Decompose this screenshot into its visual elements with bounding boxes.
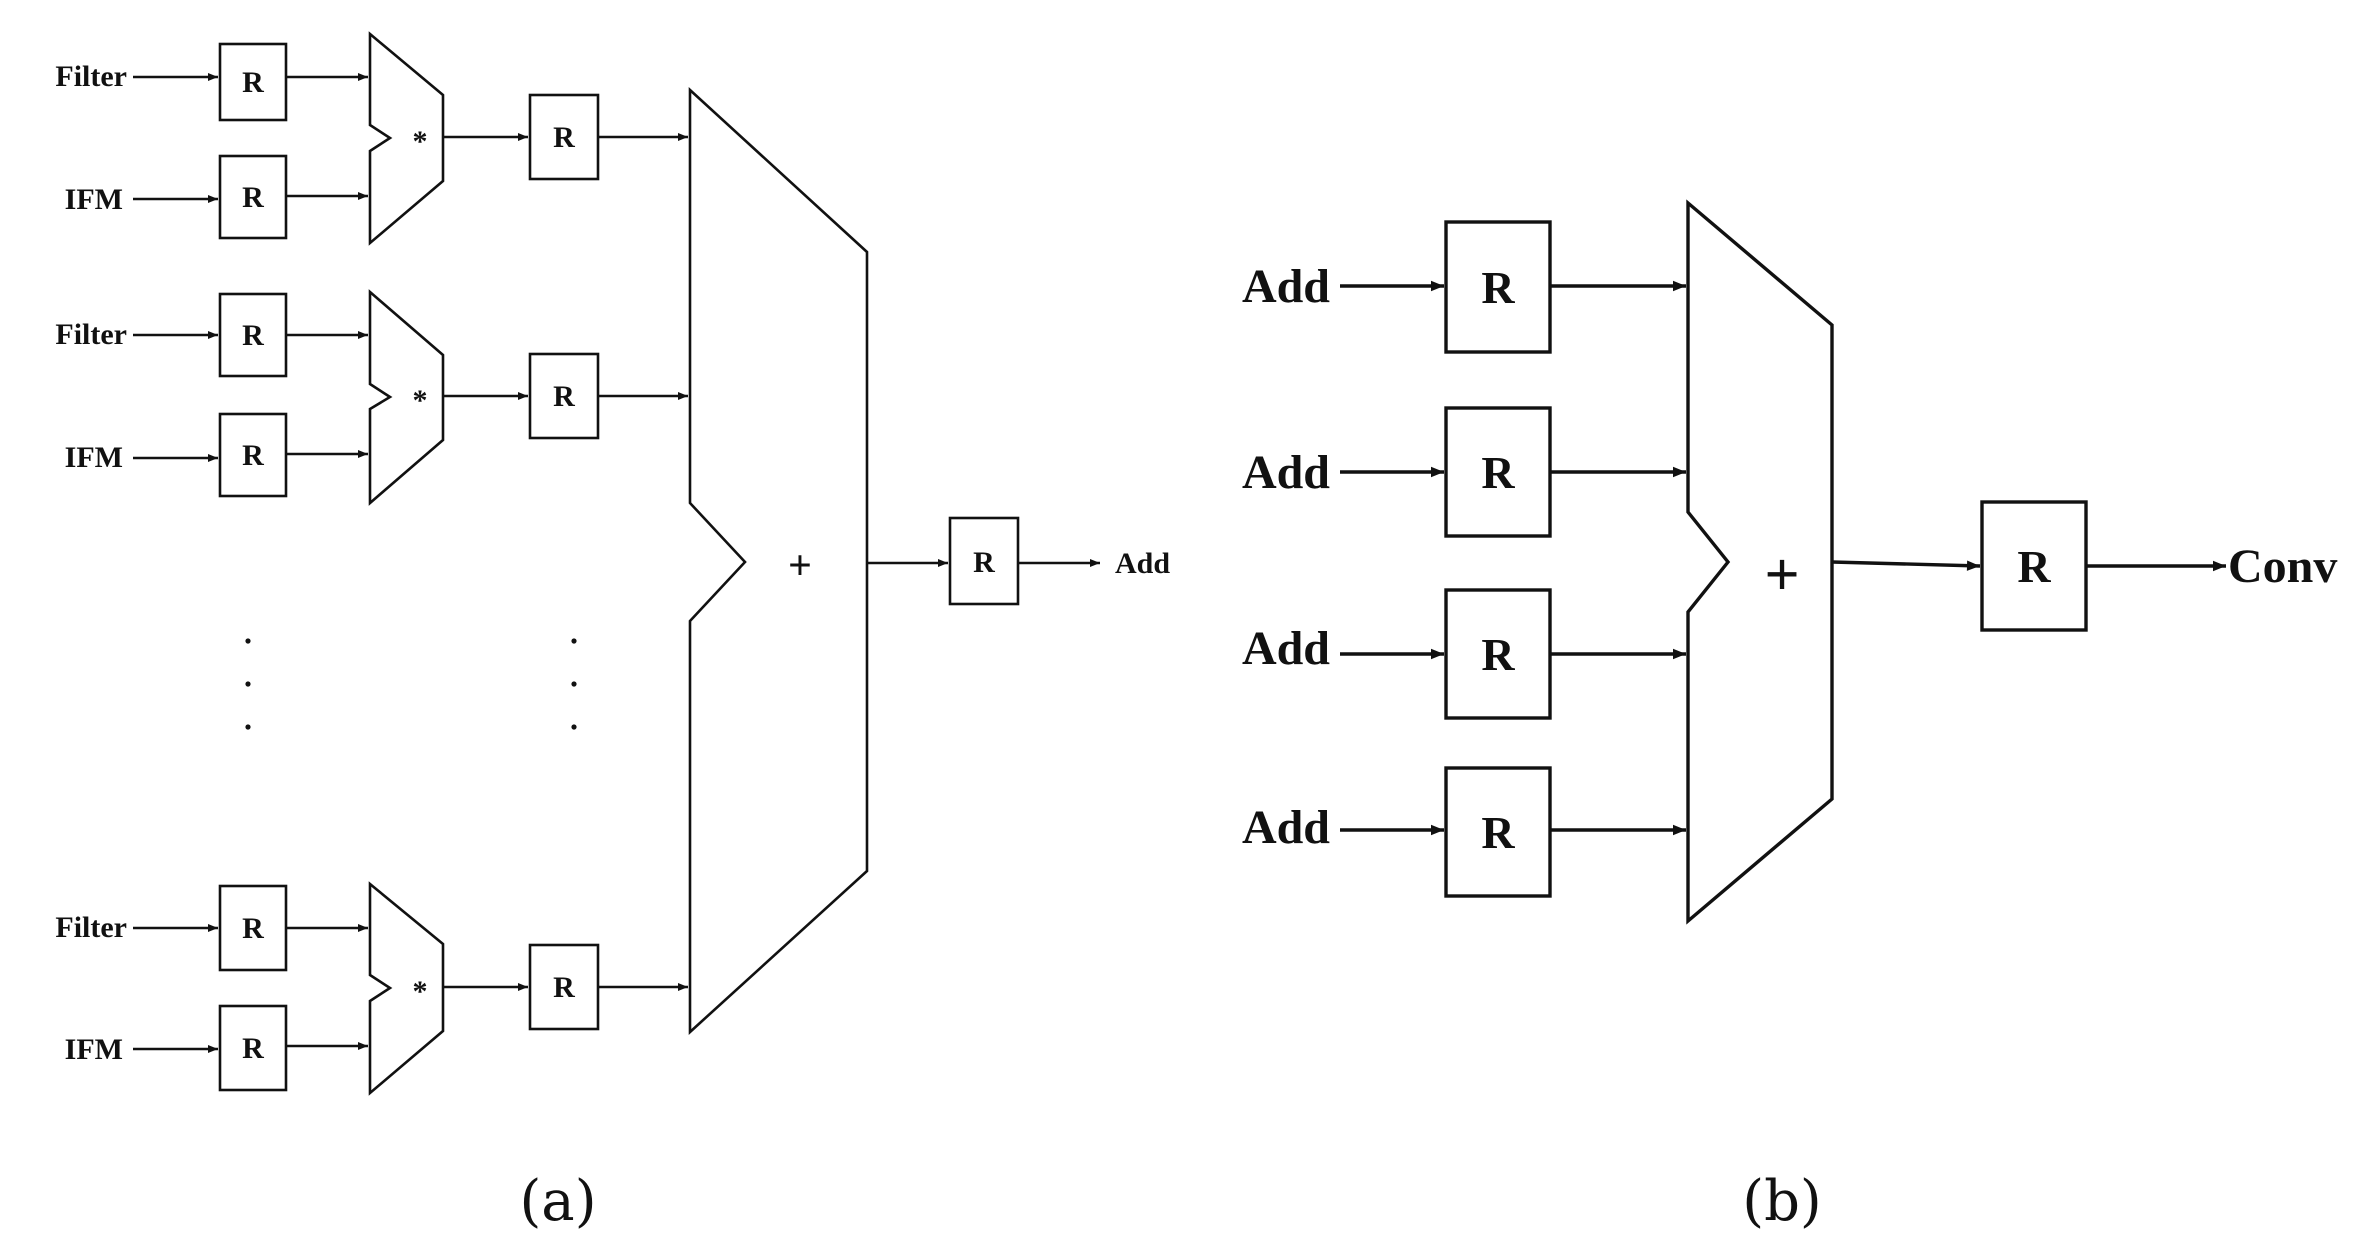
panel-b-adder: Add R Add R Add R Add R + xyxy=(1242,199,2337,1234)
caption-a: (a) xyxy=(519,1169,596,1234)
add-symbol: + xyxy=(788,543,812,589)
filter-register xyxy=(218,292,288,378)
input-register xyxy=(1444,588,1552,720)
sum-register xyxy=(948,516,1020,606)
filter-label: Filter xyxy=(55,911,127,944)
register-label: R xyxy=(242,66,264,99)
adder-unit xyxy=(1686,199,1834,925)
register-label: R xyxy=(553,121,575,154)
input-add-label: Add xyxy=(1242,801,1330,854)
multiply-symbol: * xyxy=(413,125,428,158)
input-register xyxy=(1444,406,1552,538)
register-label: R xyxy=(1481,447,1515,498)
input-register xyxy=(1444,220,1552,354)
register-label: R xyxy=(553,380,575,413)
product-register xyxy=(528,352,600,440)
multiplier-group: Filter R IFM R * R xyxy=(55,31,688,246)
ifm-register xyxy=(218,412,288,498)
register-label: R xyxy=(242,912,264,945)
register-label: R xyxy=(242,181,264,214)
register-label: R xyxy=(553,971,575,1004)
multiply-symbol: * xyxy=(413,975,428,1008)
register-label: R xyxy=(242,439,264,472)
register-label: R xyxy=(242,319,264,352)
input-row: Add R xyxy=(1242,588,1686,720)
input-add-label: Add xyxy=(1242,260,1330,313)
filter-label: Filter xyxy=(55,318,127,351)
add-symbol: + xyxy=(1764,541,1799,609)
ellipsis-register-column xyxy=(245,638,251,730)
filter-register xyxy=(218,42,288,122)
multiplier-group: Filter R IFM R * R xyxy=(55,881,688,1096)
ellipsis-product-column xyxy=(571,638,577,730)
input-row: Add R xyxy=(1242,406,1686,538)
input-add-label: Add xyxy=(1242,622,1330,675)
ifm-label: IFM xyxy=(65,441,123,474)
filter-register xyxy=(218,884,288,972)
register-label: R xyxy=(973,546,995,579)
register-label: R xyxy=(2017,541,2051,592)
product-register xyxy=(528,93,600,181)
product-register xyxy=(528,943,600,1031)
filter-label: Filter xyxy=(55,60,127,93)
input-row: Add R xyxy=(1242,220,1686,354)
caption-b: (b) xyxy=(1742,1169,1822,1234)
register-label: R xyxy=(1481,807,1515,858)
adder-tree-unit xyxy=(688,87,869,1035)
register-label: R xyxy=(1481,629,1515,680)
ifm-register xyxy=(218,154,288,240)
input-register xyxy=(1444,766,1552,898)
multiplier-group: Filter R IFM R * R xyxy=(55,289,688,506)
multiplier-unit xyxy=(368,31,445,246)
multiplier-unit xyxy=(368,289,445,506)
panel-a-multiply-accumulate: Filter R IFM R * R Filter R IFM xyxy=(55,31,1170,1234)
ifm-label: IFM xyxy=(65,183,123,216)
output-add-label: Add xyxy=(1115,547,1170,580)
input-row: Add R xyxy=(1242,766,1686,898)
register-label: R xyxy=(242,1032,264,1065)
sum-wire xyxy=(1831,560,1981,571)
ifm-register xyxy=(218,1004,288,1092)
register-label: R xyxy=(1481,262,1515,313)
multiplier-unit xyxy=(368,881,445,1096)
input-add-label: Add xyxy=(1242,446,1330,499)
output-register xyxy=(1980,500,2088,632)
multiply-symbol: * xyxy=(413,384,428,417)
ifm-label: IFM xyxy=(65,1033,123,1066)
output-conv-label: Conv xyxy=(2228,540,2337,593)
